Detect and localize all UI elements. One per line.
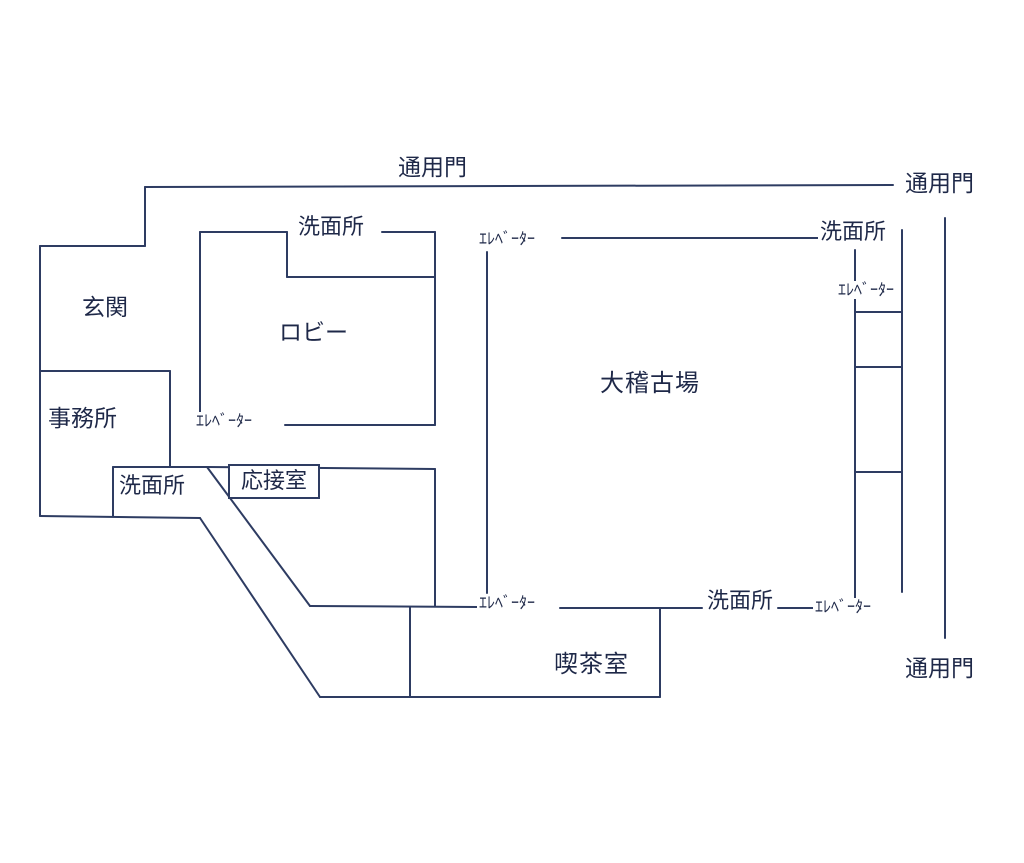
label-elevator-lobby: ｴﾚﾍﾞｰﾀｰ [194,411,255,431]
wall-reception-bottom [309,605,478,608]
label-practice-hall: 大稽古場 [598,369,702,398]
label-elevator-hall-top: ｴﾚﾍﾞｰﾀｰ [477,229,538,249]
label-washroom-lobby: 洗面所 [296,215,367,241]
label-washroom-bottom: 洗面所 [705,589,776,615]
label-gate-right-top: 通用門 [903,171,976,198]
wall-bottom-left [39,515,201,519]
label-washroom-office: 洗面所 [117,474,188,500]
label-gate-top: 通用門 [396,155,469,182]
label-gate-right-bottom: 通用門 [903,656,976,683]
label-office: 事務所 [46,406,119,433]
label-lobby: ロビー [277,320,350,347]
wall-diagonal-outer [199,517,321,698]
label-tearoom: 喫茶室 [552,650,631,679]
label-entrance: 玄関 [80,295,130,322]
label-elevator-hall-bottom: ｴﾚﾍﾞｰﾀｰ [477,593,538,613]
wall-reception-diagonal [206,466,311,607]
label-washroom-right-top: 洗面所 [818,220,889,246]
label-reception-room: 応接室 [228,464,321,500]
wall-top-boundary [144,184,894,188]
label-elevator-right-top: ｴﾚﾍﾞｰﾀｰ [836,280,897,300]
label-elevator-right-bottom: ｴﾚﾍﾞｰﾀｰ [813,597,874,617]
